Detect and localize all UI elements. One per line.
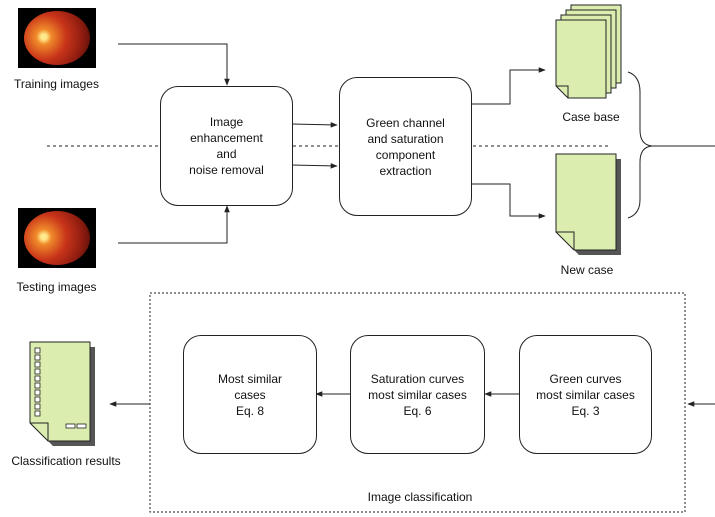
classification-results-label: Classification results <box>11 454 121 468</box>
image-classification-title: Image classification <box>367 490 473 504</box>
new-case-label: New case <box>560 263 614 277</box>
training-images-label: Training images <box>14 77 99 91</box>
extraction-text: Green channel and saturation component e… <box>366 115 445 178</box>
most-similar-box: Most similar cases Eq. 8 <box>183 335 317 454</box>
result-tag-icon <box>76 423 87 429</box>
arrow-enhancement-to-extraction-bottom <box>290 163 338 169</box>
arrow-extraction-to-new-case <box>470 183 546 219</box>
classification-results-document-icon <box>29 341 95 446</box>
arrow-training-to-enhancement <box>118 43 230 86</box>
result-tag-icon <box>65 423 76 429</box>
arrow-enhancement-to-extraction-top <box>290 122 338 128</box>
arrow-testing-to-enhancement <box>118 205 230 244</box>
most-similar-text: Most similar cases Eq. 8 <box>217 371 282 418</box>
saturation-text: Saturation curves most similar cases Eq.… <box>368 371 467 418</box>
classification-frame <box>149 292 686 513</box>
new-case-document-icon <box>555 153 621 255</box>
enhancement-box: Image enhancement and noise removal <box>160 86 293 206</box>
right-brace <box>627 71 653 219</box>
arrow-extraction-to-case-base <box>470 67 546 105</box>
extraction-box: Green channel and saturation component e… <box>339 77 472 216</box>
saturation-box: Saturation curves most similar cases Eq.… <box>350 335 485 454</box>
case-base-document-icon <box>555 4 622 99</box>
checkbox-list-icon <box>34 347 41 417</box>
enhancement-text: Image enhancement and noise removal <box>189 115 264 177</box>
testing-fundus-image <box>18 208 96 268</box>
green-box: Green curves most similar cases Eq. 3 <box>519 335 652 454</box>
case-base-label: Case base <box>562 110 620 124</box>
green-text: Green curves most similar cases Eq. 3 <box>536 371 635 418</box>
training-fundus-image <box>18 8 96 68</box>
testing-images-label: Testing images <box>16 280 97 294</box>
